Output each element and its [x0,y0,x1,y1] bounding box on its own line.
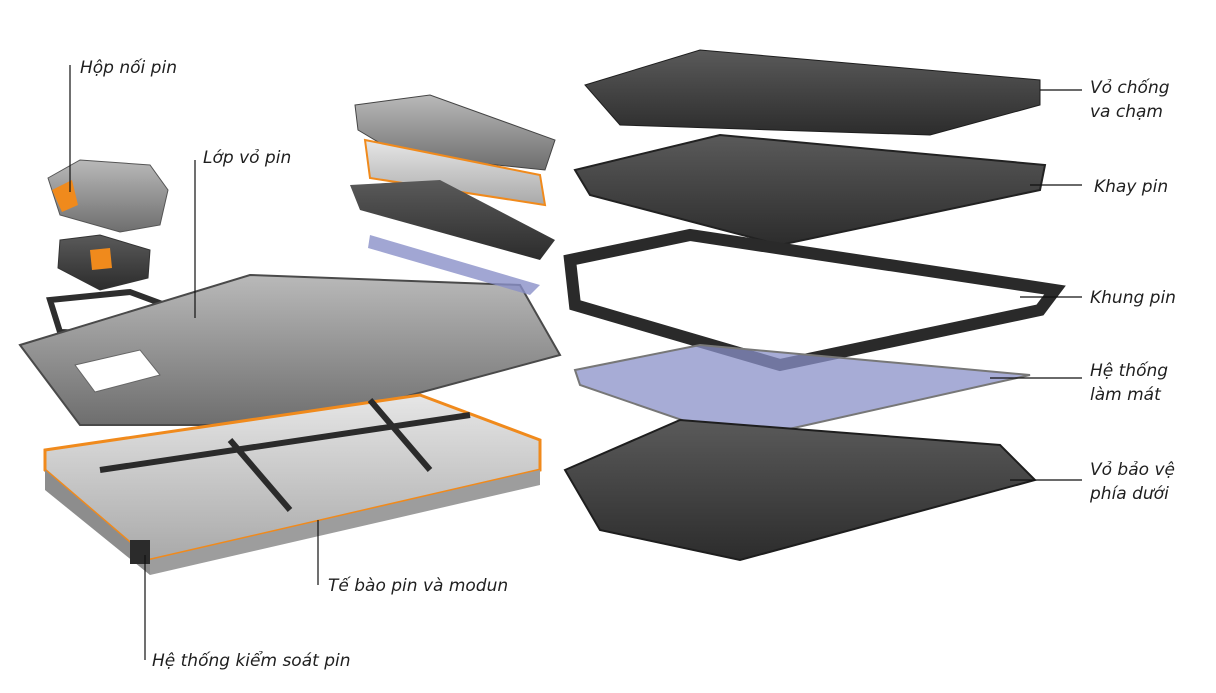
bms-unit [130,540,150,564]
label-lop-vo-pin: Lớp vỏ pin [203,148,292,168]
junction-box [46,159,170,339]
label-vo-bao-ve: Vỏ bảo vệ phía dưới [1090,458,1175,506]
upper-module-stack [350,94,556,295]
label-he-thong-lam-mat: Hệ thống làm mát [1090,359,1168,407]
label-vo-bao-ve-line1: Vỏ bảo vệ [1090,460,1175,480]
label-he-thong-kiem-soat: Hệ thống kiểm soát pin [152,651,351,671]
cell-modules [43,393,542,575]
leader-lines [69,65,1082,660]
label-vo-bao-ve-line2: phía dưới [1090,484,1169,504]
label-vo-chong-va-cham: Vỏ chống va chạm [1090,76,1170,124]
label-te-bao-pin: Tế bào pin và modun [328,576,509,596]
label-hop-noi-pin: Hộp nối pin [80,58,177,78]
crash-protection [584,49,1041,136]
label-lam-mat-line2: làm mát [1090,385,1161,405]
cooling-system [573,343,1031,442]
label-vo-chong-line1: Vỏ chống [1090,78,1170,98]
underbody-protection [563,418,1037,562]
battery-tray [573,133,1047,247]
label-khung-pin: Khung pin [1090,288,1176,308]
label-lam-mat-line1: Hệ thống [1090,361,1169,381]
label-khay-pin: Khay pin [1094,177,1169,197]
battery-cover [18,273,562,426]
battery-frame [563,228,1066,372]
label-vo-chong-line2: va chạm [1090,102,1163,122]
